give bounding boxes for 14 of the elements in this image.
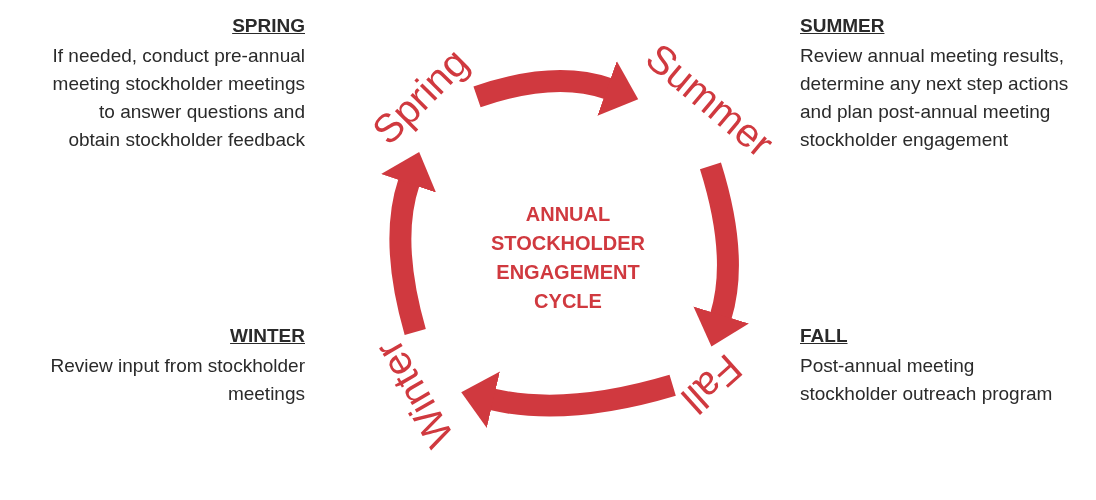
season-description: Post-annual meeting stockholder outreach program xyxy=(800,354,1054,406)
season-heading: SPRING xyxy=(231,14,305,38)
curved-arrow xyxy=(380,151,437,335)
center-title: ANNUAL STOCKHOLDER ENGAGEMENT CYCLE xyxy=(489,202,647,314)
season-word: Fall xyxy=(674,347,750,421)
season-heading: FALL xyxy=(800,324,849,348)
season-description: Review annual meeting results, determine any next step actions and plan post-annual meeting stockholder engagement xyxy=(800,44,1070,152)
season-heading: SUMMER xyxy=(800,14,886,38)
season-description: If needed, conduct pre-annual meeting stockholder meetings to answer questions and obtain stockholder feedback xyxy=(51,44,305,152)
season-description: Review input from stockholder meetings xyxy=(49,354,305,406)
season-heading: WINTER xyxy=(229,324,305,348)
curved-arrow xyxy=(461,371,676,429)
curved-arrow xyxy=(693,162,750,347)
curved-arrow xyxy=(473,60,639,117)
